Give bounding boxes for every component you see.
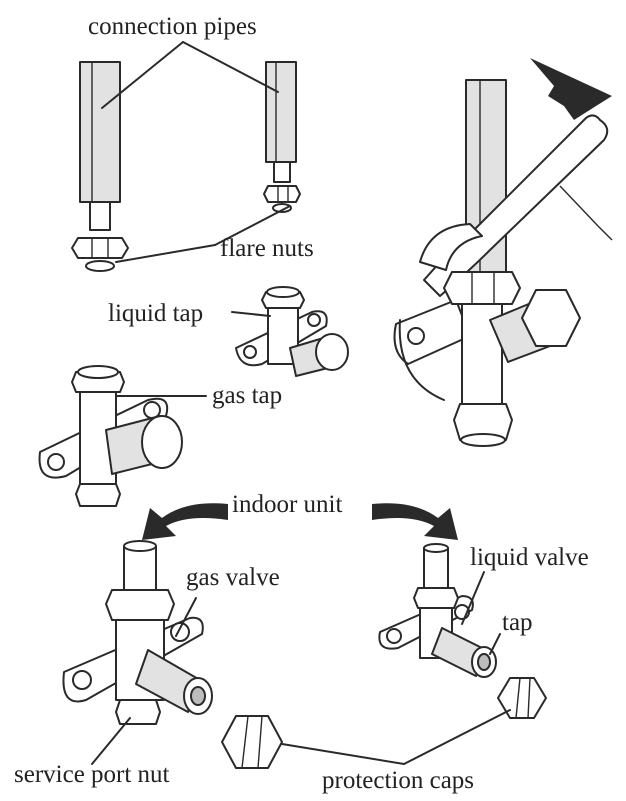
protection-cap-left <box>221 715 283 769</box>
wrench-nut <box>443 271 521 305</box>
wrench-handle <box>423 114 609 297</box>
liquid-tap-illustration <box>235 286 349 377</box>
indoor-unit-arrows <box>142 503 458 540</box>
label-gas-valve: gas valve <box>186 564 280 591</box>
label-gas-tap: gas tap <box>212 382 282 409</box>
label-flare-nuts: flare nuts <box>220 235 314 262</box>
label-indoor-unit: indoor unit <box>232 491 342 518</box>
left-pipe <box>79 61 121 203</box>
connection-pipes-illustration <box>71 41 301 272</box>
gas-tap-illustration <box>38 365 183 507</box>
label-protection-caps: protection caps <box>322 767 474 794</box>
right-curved-arrow <box>372 503 458 540</box>
protection-cap-right <box>497 677 547 719</box>
liquid-valve-illustration <box>378 543 497 678</box>
left-curved-arrow <box>142 503 228 540</box>
left-flare-nut <box>71 237 129 259</box>
wrench-illustration <box>393 58 613 447</box>
right-pipe <box>265 61 297 163</box>
gas-valve-illustration <box>62 540 213 725</box>
label-service-port-nut: service port nut <box>14 761 170 788</box>
right-flare-nut <box>263 185 301 203</box>
label-tap: tap <box>502 609 533 636</box>
label-liquid-tap: liquid tap <box>108 300 203 327</box>
protection-caps-illustration <box>221 677 547 769</box>
label-liquid-valve: liquid valve <box>470 544 589 571</box>
label-connection-pipes: connection pipes <box>88 13 257 40</box>
direction-arrow <box>530 58 612 120</box>
service-port-nut <box>115 699 161 725</box>
